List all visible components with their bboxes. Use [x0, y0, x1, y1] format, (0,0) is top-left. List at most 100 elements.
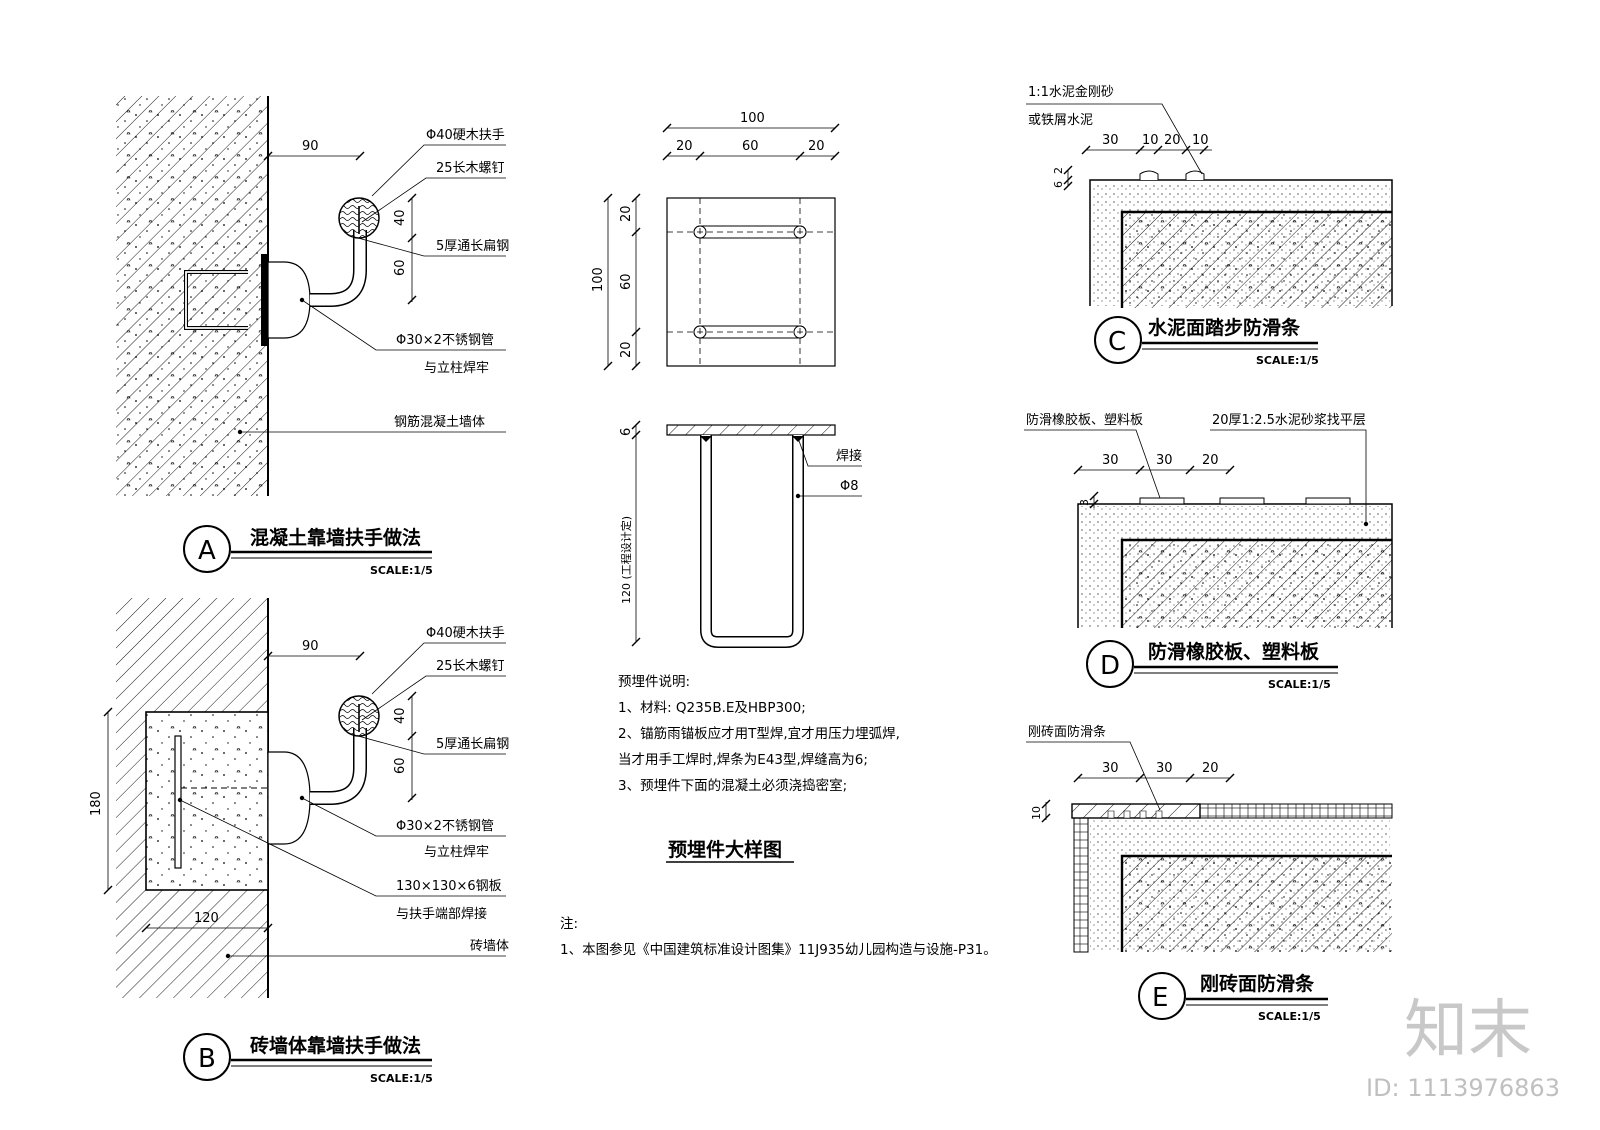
embedded-part-detail: 100 20 60 20 100 20 60 20 6 120 (工程设计定)	[591, 111, 900, 863]
dim-30a-e: 30	[1102, 761, 1119, 776]
scale-c: SCALE:1/5	[1256, 354, 1319, 367]
label-plate-weld-b: 与扶手端部焊接	[396, 906, 487, 922]
anchor-bar-section	[700, 435, 804, 648]
dim-60-b: 60	[393, 757, 408, 774]
dim-40-b: 40	[393, 707, 408, 724]
title-a: 混凝土靠墙扶手做法	[250, 526, 421, 549]
tile-course-e	[1199, 803, 1393, 819]
label-strip-d: 防滑橡胶板、塑料板	[1026, 412, 1143, 428]
anchor-plate-a	[261, 254, 268, 346]
dim-120-section: 120 (工程设计定)	[619, 516, 633, 604]
scale-e: SCALE:1/5	[1258, 1010, 1321, 1023]
dim-20-d: 20	[1202, 453, 1219, 468]
dim-30b-e: 30	[1156, 761, 1173, 776]
label-weld-embedded: 焊接	[836, 448, 862, 464]
marker-circle-a	[183, 525, 231, 573]
detail-c: 30 10 20 10 6 2 1:1水泥金刚砂 或铁屑水泥 C 水泥面踏步防滑…	[1026, 84, 1393, 367]
dim-20-left: 20	[676, 139, 693, 154]
title-e: 刚砖面防滑条	[1200, 972, 1315, 995]
label-pipe-a: Φ30×2不锈钢管	[396, 333, 494, 348]
label-weld-b: 与立柱焊牢	[424, 844, 489, 860]
dim-100-top: 100	[740, 111, 765, 126]
dim-30a-d: 30	[1102, 453, 1119, 468]
label-wall-b: 砖墙体	[470, 939, 509, 954]
marker-circle-d	[1086, 640, 1134, 688]
steel-plate-b	[174, 735, 182, 869]
marker-b: B	[198, 1044, 216, 1074]
label-1-c: 1:1水泥金刚砂	[1028, 84, 1114, 100]
rubber-strip-3-d	[1305, 497, 1351, 505]
dim-20-bottom-v: 20	[619, 341, 634, 358]
dim-120-b: 120	[194, 911, 219, 926]
anti-slip-tile-e	[1071, 803, 1201, 819]
dim-6-c: 6	[1052, 181, 1065, 188]
dim-10a-c: 10	[1142, 133, 1159, 148]
label-screw-b: 25长木螺钉	[436, 659, 505, 674]
title-embedded: 预埋件大样图	[668, 838, 782, 861]
marker-c: C	[1108, 327, 1126, 357]
notes-title: 预埋件说明:	[618, 674, 690, 690]
general-note-label: 注:	[560, 916, 578, 932]
dim-60-v: 60	[619, 273, 634, 290]
marker-a: A	[198, 536, 216, 566]
label-weld-a: 与立柱焊牢	[424, 360, 489, 376]
dim-3-d: 3	[1078, 499, 1091, 506]
label-2-c: 或铁屑水泥	[1028, 113, 1093, 128]
watermark: 知末 ID: 1113976863	[1366, 994, 1560, 1102]
dim-30b-d: 30	[1156, 453, 1173, 468]
dim-10-e: 10	[1030, 806, 1043, 820]
dim-40-a: 40	[393, 209, 408, 226]
scale-d: SCALE:1/5	[1268, 678, 1331, 691]
rubber-strip-1-d	[1139, 497, 1185, 505]
dim-10b-c: 10	[1192, 133, 1209, 148]
label-handrail-b: Φ40硬木扶手	[426, 626, 505, 641]
dim-100-side: 100	[591, 267, 606, 292]
marker-circle-e	[1138, 972, 1186, 1020]
detail-a: 90 40 60 Φ40硬木扶手 25长木螺钉 5厚通长扁钢 Φ30×2不锈钢管…	[116, 96, 509, 577]
marker-e: E	[1152, 983, 1168, 1013]
anchor-plate-plan	[666, 197, 836, 367]
dim-2-c: 2	[1052, 167, 1065, 174]
note-1: 1、材料: Q235B.E及HBP300;	[618, 700, 806, 716]
anchor-plate-section	[666, 424, 836, 436]
detail-e: 30 30 20 10 刚砖面防滑条 E 刚砖面防滑条 SCALE:1/5	[1026, 724, 1393, 1023]
dim-20-e: 20	[1202, 761, 1219, 776]
dim-30-c: 30	[1102, 133, 1119, 148]
watermark-logo: 知末	[1404, 994, 1532, 1068]
label-pipe-b: Φ30×2不锈钢管	[396, 819, 494, 834]
note-4: 3、预埋件下面的混凝土必须浇捣密室;	[618, 777, 847, 794]
label-mortar-d: 20厚1:2.5水泥砂浆找平层	[1212, 413, 1366, 428]
label-strip-e: 刚砖面防滑条	[1028, 724, 1106, 740]
label-handrail-a: Φ40硬木扶手	[426, 128, 505, 143]
scale-b: SCALE:1/5	[370, 1072, 433, 1085]
strip-2-c	[1185, 170, 1205, 180]
dim-20-right: 20	[808, 139, 825, 154]
watermark-id: ID: 1113976863	[1366, 1074, 1560, 1102]
title-d: 防滑橡胶板、塑料板	[1148, 640, 1320, 663]
title-c: 水泥面踏步防滑条	[1148, 316, 1301, 339]
detail-d: 30 30 20 3 防滑橡胶板、塑料板 20厚1:2.5水泥砂浆找平层 D 防…	[1024, 412, 1393, 691]
label-plate-b: 130×130×6钢板	[396, 879, 502, 894]
label-screw-a: 25长木螺钉	[436, 161, 505, 176]
detail-b: 90 40 60 180 120 Φ40硬木扶手 25长木螺钉 5厚通长扁钢 Φ…	[89, 598, 509, 1085]
dim-20-top-v: 20	[619, 205, 634, 222]
dim-60-mid: 60	[742, 139, 759, 154]
dim-90-a: 90	[302, 139, 319, 154]
label-flat-steel-a: 5厚通长扁钢	[436, 239, 509, 254]
rubber-strip-2-d	[1219, 497, 1265, 505]
dim-180-b: 180	[89, 791, 104, 816]
scale-a: SCALE:1/5	[370, 564, 433, 577]
marker-circle-b	[183, 1033, 231, 1081]
title-b: 砖墙体靠墙扶手做法	[250, 1034, 421, 1057]
dim-6-section: 6	[619, 428, 634, 436]
label-flat-steel-b: 5厚通长扁钢	[436, 737, 509, 752]
strip-1-c	[1139, 170, 1159, 180]
note-2: 2、锚筋雨锚板应才用T型焊,宜才用压力埋弧焊,	[618, 725, 900, 742]
note-3: 当才用手工焊时,焊条为E43型,焊缝高为6;	[618, 751, 868, 768]
tile-riser-e	[1073, 817, 1089, 953]
label-wall-a: 钢筋混凝土墙体	[394, 414, 485, 430]
marker-circle-c	[1094, 316, 1142, 364]
dim-90-b: 90	[302, 639, 319, 654]
general-note-text: 1、本图参见《中国建筑标准设计图集》11J935幼儿园构造与设施-P31。	[560, 941, 997, 958]
